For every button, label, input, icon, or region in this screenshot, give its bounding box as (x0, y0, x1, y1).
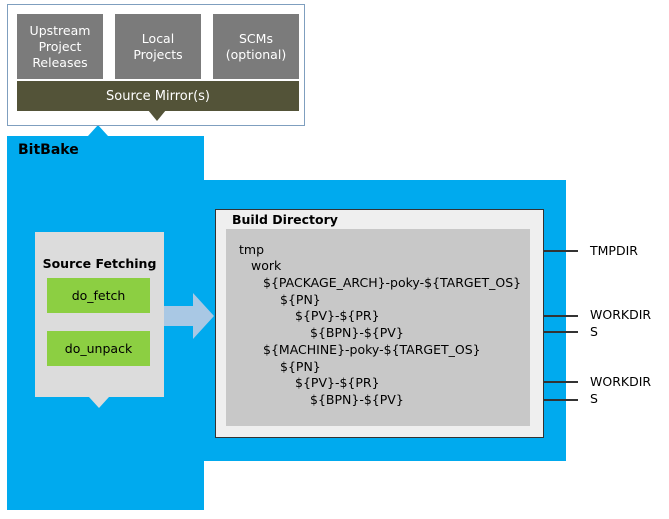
do-unpack-task: do_unpack (47, 331, 150, 366)
sources-panel: Upstream Project Releases Local Projects… (7, 4, 305, 126)
tree-node-tmp: tmp (239, 242, 265, 257)
scms-box: SCMs (optional) (213, 14, 299, 79)
directory-tree-box (226, 229, 530, 426)
upstream-label-line: Project (38, 38, 82, 54)
upstream-project-releases-box: Upstream Project Releases (17, 14, 103, 79)
tree-node-bpn-pv: ${BPN}-${PV} (310, 325, 404, 340)
mirror-pointer (148, 110, 166, 121)
tree-node-pv-pr: ${PV}-${PR} (295, 308, 380, 323)
tree-node-package-arch: ${PACKAGE_ARCH}-poky-${TARGET_OS} (263, 275, 522, 290)
tree-node-machine: ${MACHINE}-poky-${TARGET_OS} (263, 342, 481, 357)
fetch-bottom-pointer (89, 397, 109, 408)
tree-node-pv-pr: ${PV}-${PR} (295, 375, 380, 390)
bitbake-label: BitBake (18, 142, 79, 158)
variable-workdir-label: WORKDIR (590, 374, 652, 389)
variable-s-label: S (590, 324, 598, 339)
upstream-label-line: Upstream (29, 22, 91, 38)
local-label-line: Projects (133, 46, 183, 62)
tree-node-bpn-pv: ${BPN}-${PV} (310, 392, 404, 407)
upstream-label-line: Releases (32, 54, 88, 70)
scms-label-line: (optional) (225, 46, 287, 62)
source-mirror-bar: Source Mirror(s) (17, 81, 299, 111)
variable-tmpdir-label: TMPDIR (590, 243, 638, 258)
source-fetching-box (35, 232, 164, 397)
variable-workdir-label: WORKDIR (590, 307, 652, 322)
do-fetch-task: do_fetch (47, 278, 150, 313)
build-directory-title: Build Directory (232, 212, 338, 227)
source-fetching-title: Source Fetching (42, 256, 157, 271)
local-label-line: Local (141, 30, 175, 46)
variable-s-label: S (590, 391, 598, 406)
tree-node-work: work (251, 258, 282, 273)
local-projects-box: Local Projects (115, 14, 201, 79)
scms-label-line: SCMs (239, 30, 273, 46)
flow-arrow (164, 293, 214, 339)
tree-node-pn: ${PN} (280, 292, 321, 307)
tree-node-pn: ${PN} (280, 359, 321, 374)
